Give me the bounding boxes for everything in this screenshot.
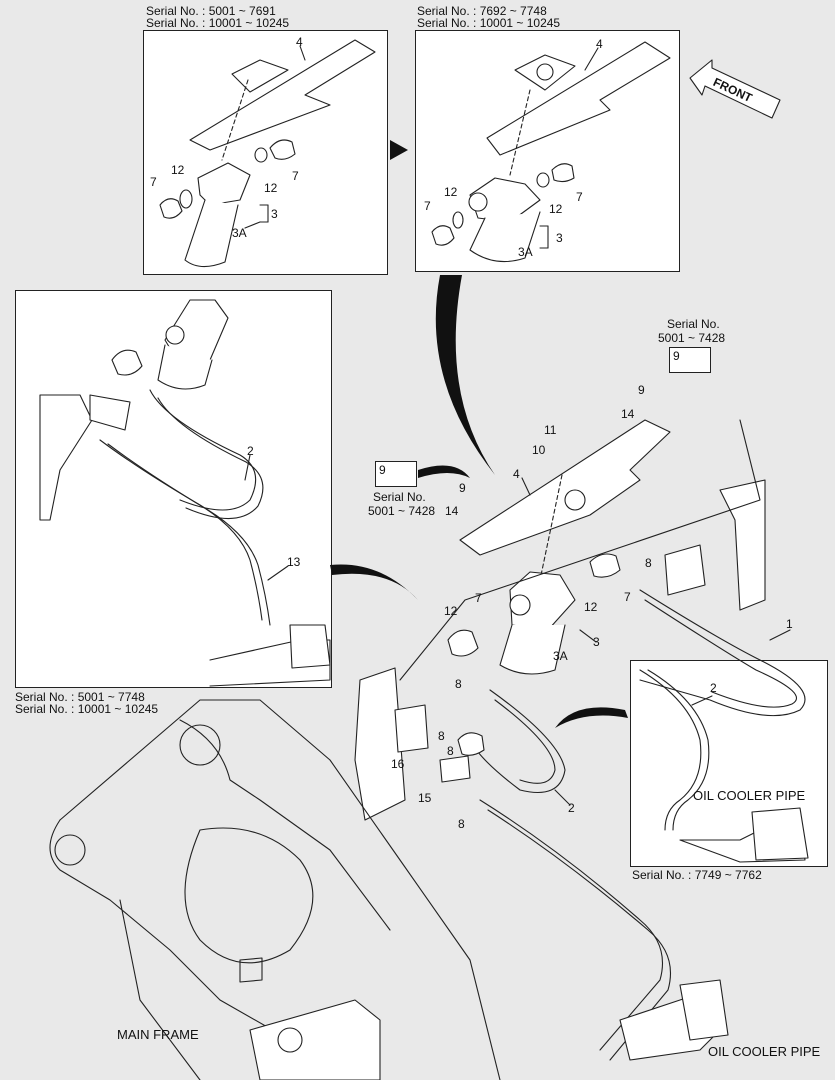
main-drawing xyxy=(49,419,806,1080)
part-8-b: 8 xyxy=(455,677,462,691)
inset-right-drawing xyxy=(639,669,809,863)
part-8-a: 8 xyxy=(645,556,652,570)
part-7-tl-a: 7 xyxy=(150,175,157,189)
inset-left-serial-2: Serial No. : 10001 ~ 10245 xyxy=(15,702,159,716)
part-4-tl: 4 xyxy=(296,35,303,49)
swoop-arrow-right xyxy=(555,707,628,728)
inset-left-drawing xyxy=(39,299,331,687)
part-3a-tr: 3A xyxy=(518,245,533,259)
part-12-tr-b: 12 xyxy=(549,202,563,216)
part-1-main: 1 xyxy=(786,617,793,631)
part-3-tl: 3 xyxy=(271,207,278,221)
part-9-right-b: 9 xyxy=(638,383,645,397)
part-15: 15 xyxy=(418,791,432,805)
inset-top-right-serial-1: Serial No. : 7692 ~ 7748 xyxy=(417,4,547,18)
part-12-tl-a: 12 xyxy=(171,163,185,177)
part-7-tr-b: 7 xyxy=(576,190,583,204)
inset-right-serial: Serial No. : 7749 ~ 7762 xyxy=(632,868,762,882)
callout-serial-range-left: 5001 ~ 7428 xyxy=(368,504,436,518)
part-3a-tl: 3A xyxy=(232,226,247,240)
inset-top-left-drawing xyxy=(159,39,376,268)
callout-serial-no-right: Serial No. xyxy=(667,317,720,331)
part-8-e: 8 xyxy=(458,817,465,831)
part-12-main-a: 12 xyxy=(584,600,598,614)
part-12-tr-a: 12 xyxy=(444,185,458,199)
inset-top-left-serial-2: Serial No. : 10001 ~ 10245 xyxy=(146,16,290,30)
part-7-main-b: 7 xyxy=(475,591,482,605)
arrow-right-icon xyxy=(390,140,408,160)
part-12-main-b: 12 xyxy=(444,604,458,618)
inset-top-right-serial-2: Serial No. : 10001 ~ 10245 xyxy=(417,16,561,30)
part-9-right: 9 xyxy=(673,349,680,363)
callout-box-right xyxy=(669,347,711,373)
part-8-d: 8 xyxy=(447,744,454,758)
part-7-tl-b: 7 xyxy=(292,169,299,183)
oil-cooler-pipe-label: OIL COOLER PIPE xyxy=(708,1044,821,1059)
inset-right-title: OIL COOLER PIPE xyxy=(693,788,806,803)
callout-box-left xyxy=(375,461,417,487)
inset-left-serial-1: Serial No. : 5001 ~ 7748 xyxy=(15,690,145,704)
inset-top-left-serial-1: Serial No. : 5001 ~ 7691 xyxy=(146,4,276,18)
main-frame-label: MAIN FRAME xyxy=(117,1027,199,1042)
swoop-arrow-top xyxy=(435,275,495,475)
part-3-main: 3 xyxy=(593,635,600,649)
part-11: 11 xyxy=(544,423,557,437)
leader-lines xyxy=(244,45,791,806)
part-7-tr-a: 7 xyxy=(424,199,431,213)
swoop-arrow-left xyxy=(330,564,418,600)
part-4-main: 4 xyxy=(513,467,520,481)
part-10: 10 xyxy=(532,443,546,457)
part-9-left: 9 xyxy=(379,463,386,477)
inset-top-right-drawing xyxy=(431,41,671,263)
callout-serial-no-left: Serial No. xyxy=(373,490,426,504)
front-arrow-icon xyxy=(689,59,781,119)
part-14-right: 14 xyxy=(621,407,635,421)
part-2-right-inset: 2 xyxy=(710,681,717,695)
part-14-left: 14 xyxy=(445,504,459,518)
part-3a-main: 3A xyxy=(553,649,568,663)
part-2-left: 2 xyxy=(247,444,254,458)
part-7-main-a: 7 xyxy=(624,590,631,604)
part-3-tr: 3 xyxy=(556,231,563,245)
swoop-arrow-serial-left xyxy=(418,465,470,478)
part-8-c: 8 xyxy=(438,729,445,743)
part-4-tr: 4 xyxy=(596,37,603,51)
part-13-left: 13 xyxy=(287,555,301,569)
part-16: 16 xyxy=(391,757,405,771)
part-2-main: 2 xyxy=(568,801,575,815)
part-12-tl-b: 12 xyxy=(264,181,278,195)
part-9-left-b: 9 xyxy=(459,481,466,495)
callout-serial-range-right: 5001 ~ 7428 xyxy=(658,331,726,345)
